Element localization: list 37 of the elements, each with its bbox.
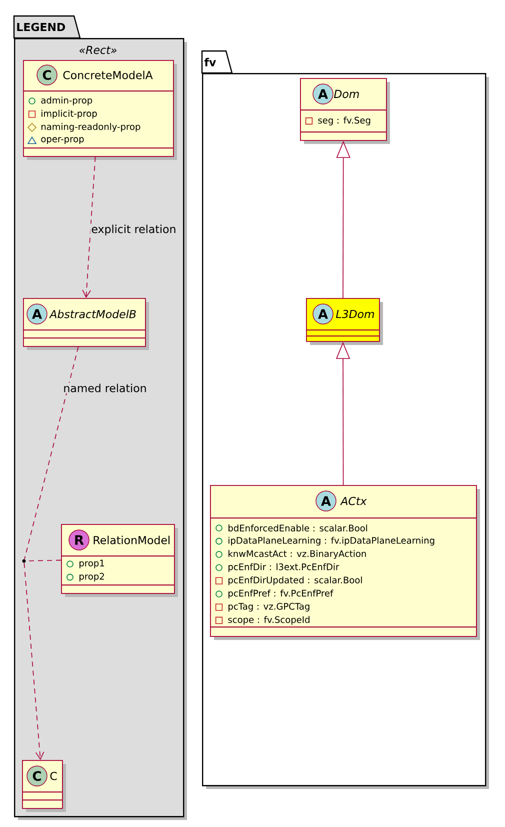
package-name: fv xyxy=(204,58,216,66)
arrow xyxy=(24,562,44,760)
arrow xyxy=(82,156,96,298)
attribute-text: naming-readonly-prop xyxy=(42,123,140,132)
attribute-text: pcEnfDir : l3ext.PcEnfDir xyxy=(228,563,340,572)
edge-label: named relation xyxy=(64,384,146,392)
attribute-text: ipDataPlaneLearning : fv.ipDataPlaneLearning xyxy=(228,536,434,546)
class-name: C xyxy=(50,772,57,780)
class-name: RelationModel xyxy=(94,536,170,544)
attribute-text: oper-prop xyxy=(41,137,84,144)
edge-label: explicit relation xyxy=(92,224,176,236)
attribute-text: admin-prop xyxy=(41,96,92,106)
class-box xyxy=(210,485,480,640)
attribute-text: scope : fv.ScopeId xyxy=(228,616,310,625)
class-name: ConcreteModelA xyxy=(63,70,153,80)
attribute-text: implicit-prop xyxy=(42,110,97,119)
connector-line xyxy=(24,346,79,560)
class-box xyxy=(300,78,390,144)
attribute-text: prop2 xyxy=(80,572,104,582)
attribute-text: seg : fv.Seg xyxy=(318,116,370,126)
attribute-text: bdEnforcedEnable : scalar.Bool xyxy=(228,524,368,532)
class-name: Dom xyxy=(334,90,359,98)
class-name: L3Dom xyxy=(336,310,374,318)
attribute-text: prop1 xyxy=(80,560,104,568)
attribute-text: knwMcastAct : vz.BinaryAction xyxy=(228,550,366,559)
class-name: ACtx xyxy=(340,496,367,506)
class-box xyxy=(22,760,66,812)
class-box xyxy=(306,298,383,345)
class-box xyxy=(22,298,149,350)
package-name: LEGEND xyxy=(17,22,66,32)
class-name: AbstractModelB xyxy=(49,310,136,318)
attribute-text: pcTag : vz.GPCTag xyxy=(228,602,310,612)
stereotype-label: «Rect» xyxy=(80,46,116,54)
class-box xyxy=(22,60,177,160)
class-box xyxy=(60,524,178,597)
attribute-text: pcEnfPref : fv.PcEnfPref xyxy=(228,590,334,598)
attribute-text: pcEnfDirUpdated : scalar.Bool xyxy=(228,576,362,586)
